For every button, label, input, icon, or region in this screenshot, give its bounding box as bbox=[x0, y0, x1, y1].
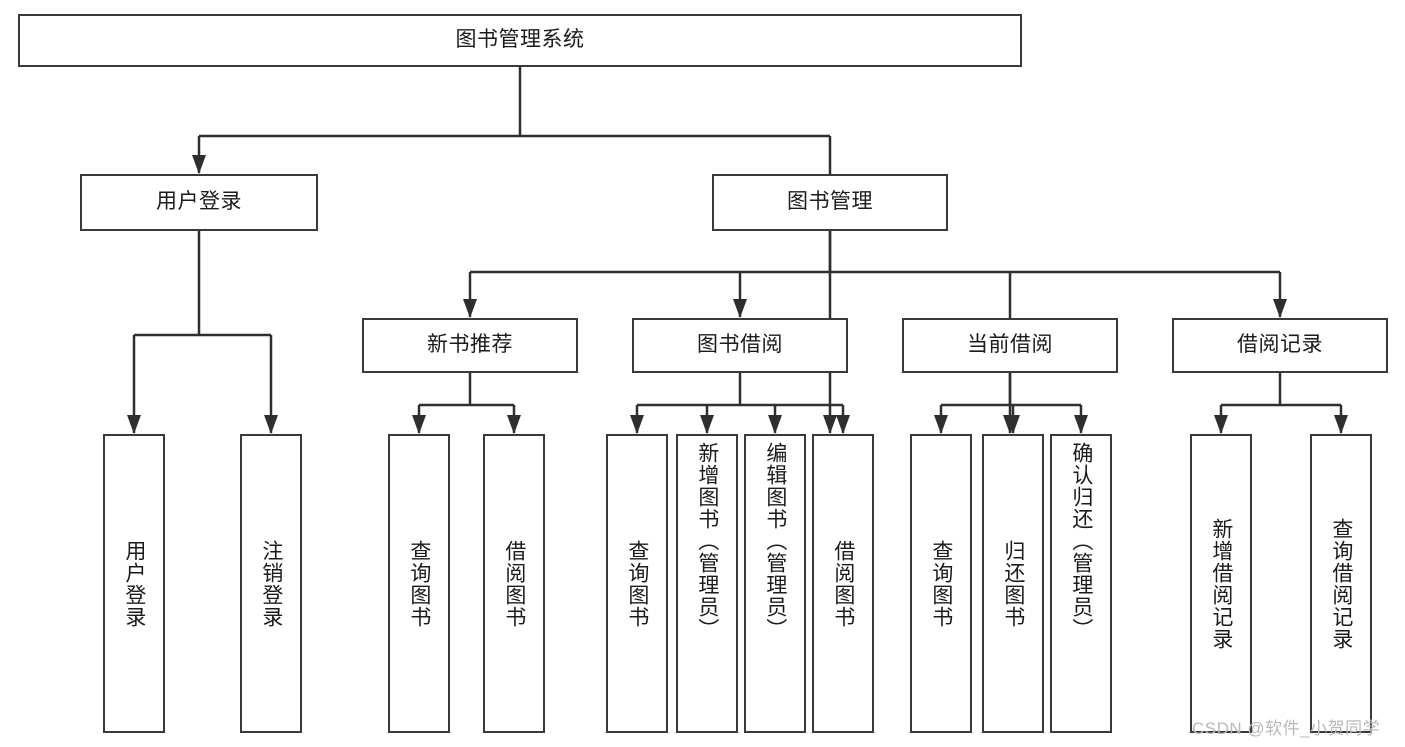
node-leaf-user-login[interactable]: 用户登录 bbox=[103, 434, 165, 733]
conn-borrowrecord-leaves-arrow-0 bbox=[1214, 415, 1228, 434]
conn-currentborrow-leaves-arrow-0 bbox=[934, 415, 948, 434]
node-label: 图书管理 bbox=[787, 190, 873, 214]
conn-bookmanage-level3-arrow-2 bbox=[1003, 415, 1017, 434]
conn-userlogin-leaves-arrow-0 bbox=[127, 415, 141, 434]
node-leaf-edit-book[interactable]: 编辑图书（管理员） bbox=[744, 434, 806, 733]
node-label: 当前借阅 bbox=[967, 333, 1053, 357]
node-leaf-add-record[interactable]: 新增借阅记录 bbox=[1190, 434, 1252, 733]
conn-currentborrow-leaves-arrow-2 bbox=[1074, 415, 1088, 434]
node-leaf-confirm-return[interactable]: 确认归还（管理员） bbox=[1050, 434, 1112, 733]
node-label: 借阅图书 bbox=[502, 539, 526, 628]
node-label: 查询借阅记录 bbox=[1329, 517, 1353, 650]
node-label: 借阅记录 bbox=[1237, 333, 1323, 357]
conn-bookborrow-leaves-arrow-0 bbox=[630, 415, 644, 434]
node-new-book-recommend[interactable]: 新书推荐 bbox=[362, 318, 578, 373]
node-root[interactable]: 图书管理系统 bbox=[18, 14, 1022, 67]
node-leaf-borrow-book-1[interactable]: 借阅图书 bbox=[483, 434, 545, 733]
node-book-borrow[interactable]: 图书借阅 bbox=[632, 318, 848, 373]
node-leaf-query-book-1[interactable]: 查询图书 bbox=[388, 434, 450, 733]
conn-bookborrow-leaves-arrow-2 bbox=[768, 415, 782, 434]
node-label: 编辑图书（管理员） bbox=[763, 442, 787, 640]
node-borrow-record[interactable]: 借阅记录 bbox=[1172, 318, 1388, 373]
node-label: 注销登录 bbox=[259, 539, 283, 628]
connector-lines bbox=[127, 67, 1348, 434]
node-leaf-query-book-3[interactable]: 查询图书 bbox=[910, 434, 972, 733]
node-label: 借阅图书 bbox=[831, 539, 855, 628]
node-leaf-add-book[interactable]: 新增图书（管理员） bbox=[676, 434, 738, 733]
conn-bookmanage-level3-arrow-3 bbox=[1273, 299, 1287, 318]
node-leaf-borrow-book-2[interactable]: 借阅图书 bbox=[812, 434, 874, 733]
node-label: 用户登录 bbox=[122, 539, 146, 628]
node-label: 新增图书（管理员） bbox=[695, 442, 719, 640]
node-label: 用户登录 bbox=[156, 190, 242, 214]
conn-bookmanage-level3-arrow-1 bbox=[733, 299, 747, 318]
node-leaf-query-book-2[interactable]: 查询图书 bbox=[606, 434, 668, 733]
node-current-borrow[interactable]: 当前借阅 bbox=[902, 318, 1118, 373]
conn-userlogin-leaves-arrow-1 bbox=[264, 415, 278, 434]
node-label: 图书管理系统 bbox=[455, 28, 585, 52]
conn-currentborrow-leaves-arrow-1 bbox=[1006, 415, 1020, 434]
conn-newbook-leaves-arrow-0 bbox=[412, 415, 426, 434]
conn-bookborrow-leaves-arrow-1 bbox=[700, 415, 714, 434]
node-leaf-return-book[interactable]: 归还图书 bbox=[982, 434, 1044, 733]
node-label: 新增借阅记录 bbox=[1209, 517, 1233, 650]
conn-root-level2-arrow-0 bbox=[192, 155, 206, 174]
node-label: 归还图书 bbox=[1001, 539, 1025, 628]
conn-bookborrow-leaves-arrow-3 bbox=[836, 415, 850, 434]
node-label: 确认归还（管理员） bbox=[1069, 442, 1093, 640]
node-book-manage[interactable]: 图书管理 bbox=[712, 174, 948, 231]
node-label: 查询图书 bbox=[625, 539, 649, 628]
csdn-watermark: CSDN @软件_小贺同学 bbox=[1192, 719, 1381, 738]
conn-bookmanage-level3-arrow-0 bbox=[463, 299, 477, 318]
node-label: 新书推荐 bbox=[427, 333, 513, 357]
node-leaf-query-record[interactable]: 查询借阅记录 bbox=[1310, 434, 1372, 733]
node-user-login[interactable]: 用户登录 bbox=[80, 174, 318, 231]
conn-root-level2-arrow-1 bbox=[823, 415, 837, 434]
node-label: 查询图书 bbox=[407, 539, 431, 628]
node-label: 图书借阅 bbox=[697, 333, 783, 357]
node-label: 查询图书 bbox=[929, 539, 953, 628]
conn-borrowrecord-leaves-arrow-1 bbox=[1334, 415, 1348, 434]
conn-newbook-leaves-arrow-1 bbox=[507, 415, 521, 434]
node-leaf-logout[interactable]: 注销登录 bbox=[240, 434, 302, 733]
